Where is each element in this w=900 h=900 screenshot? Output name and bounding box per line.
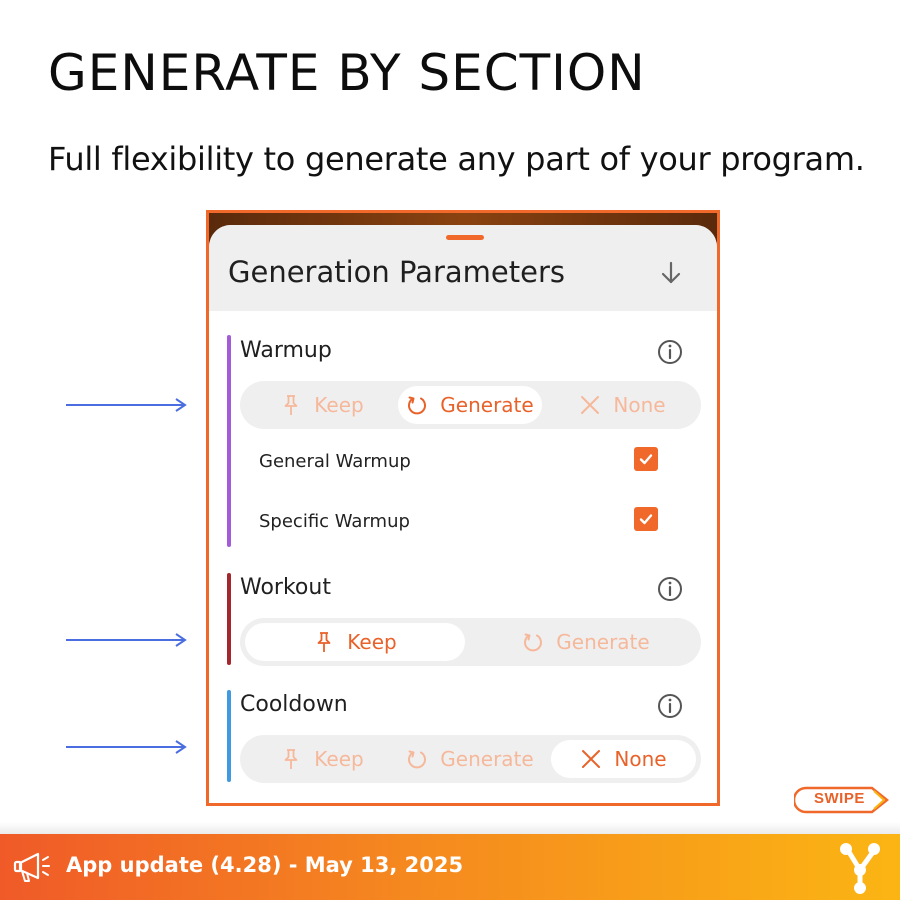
checkmark-icon: [639, 454, 653, 465]
warmup-generate-option[interactable]: Generate: [398, 386, 542, 424]
refresh-icon: [524, 633, 543, 652]
arrow-right-icon: [66, 398, 187, 412]
keep-label: Keep: [314, 393, 364, 417]
info-icon[interactable]: [656, 575, 684, 603]
workout-mode-selector: Keep Generate: [240, 618, 701, 666]
info-icon[interactable]: [656, 692, 684, 720]
pin-icon: [317, 632, 331, 652]
headline: GENERATE BY SECTION: [48, 44, 646, 102]
arrow-down-icon[interactable]: [657, 259, 685, 287]
general-warmup-checkbox[interactable]: [634, 447, 658, 471]
generate-label: Generate: [440, 747, 534, 771]
workout-keep-option[interactable]: Keep: [245, 623, 465, 661]
sheet-header: Generation Parameters: [209, 225, 717, 311]
drag-handle[interactable]: [446, 235, 484, 240]
cooldown-generate-option[interactable]: Generate: [398, 740, 542, 778]
checkmark-icon: [639, 514, 653, 525]
swipe-label: SWIPE: [814, 790, 865, 807]
generate-label: Generate: [440, 393, 534, 417]
generate-label: Generate: [556, 630, 650, 654]
none-label: None: [613, 393, 666, 417]
close-icon: [582, 750, 601, 768]
close-icon: [581, 396, 600, 414]
cooldown-keep-option[interactable]: Keep: [252, 740, 392, 778]
none-label: None: [614, 747, 667, 771]
pin-icon: [284, 749, 298, 769]
footer-shadow: [0, 822, 900, 834]
general-warmup-label: General Warmup: [259, 451, 411, 472]
footer-banner: App update (4.28) - May 13, 2025: [0, 834, 900, 900]
subheadline: Full flexibility to generate any part of…: [48, 140, 865, 178]
warmup-none-option[interactable]: None: [550, 386, 695, 424]
workout-section-bar: [227, 573, 231, 665]
app-screenshot-frame: Generation Parameters Warmup Keep Genera…: [206, 210, 720, 806]
cooldown-title: Cooldown: [240, 692, 348, 717]
info-icon[interactable]: [656, 338, 684, 366]
pin-icon: [284, 395, 298, 415]
arrow-right-icon: [66, 740, 187, 754]
arrow-right-icon: [66, 633, 187, 647]
specific-warmup-label: Specific Warmup: [259, 511, 410, 532]
warmup-mode-selector: Keep Generate None: [240, 381, 701, 429]
refresh-icon: [408, 396, 427, 415]
refresh-icon: [408, 750, 427, 769]
workout-title: Workout: [240, 575, 331, 600]
general-warmup-row: General Warmup: [259, 447, 679, 477]
footer-text: App update (4.28) - May 13, 2025: [66, 853, 464, 877]
warmup-keep-option[interactable]: Keep: [252, 386, 392, 424]
specific-warmup-row: Specific Warmup: [259, 507, 679, 537]
keep-label: Keep: [314, 747, 364, 771]
workout-generate-option[interactable]: Generate: [476, 623, 696, 661]
cooldown-none-option[interactable]: None: [551, 740, 696, 778]
specific-warmup-checkbox[interactable]: [634, 507, 658, 531]
generation-parameters-sheet: Generation Parameters Warmup Keep Genera…: [209, 225, 717, 803]
swipe-badge[interactable]: [794, 786, 890, 814]
megaphone-icon: [13, 852, 50, 882]
sheet-title: Generation Parameters: [228, 255, 565, 289]
keep-label: Keep: [347, 630, 397, 654]
cooldown-section-bar: [227, 690, 231, 782]
warmup-section-bar: [227, 335, 231, 547]
brand-logo-icon: [840, 843, 880, 894]
cooldown-mode-selector: Keep Generate None: [240, 735, 701, 783]
warmup-title: Warmup: [240, 338, 332, 363]
